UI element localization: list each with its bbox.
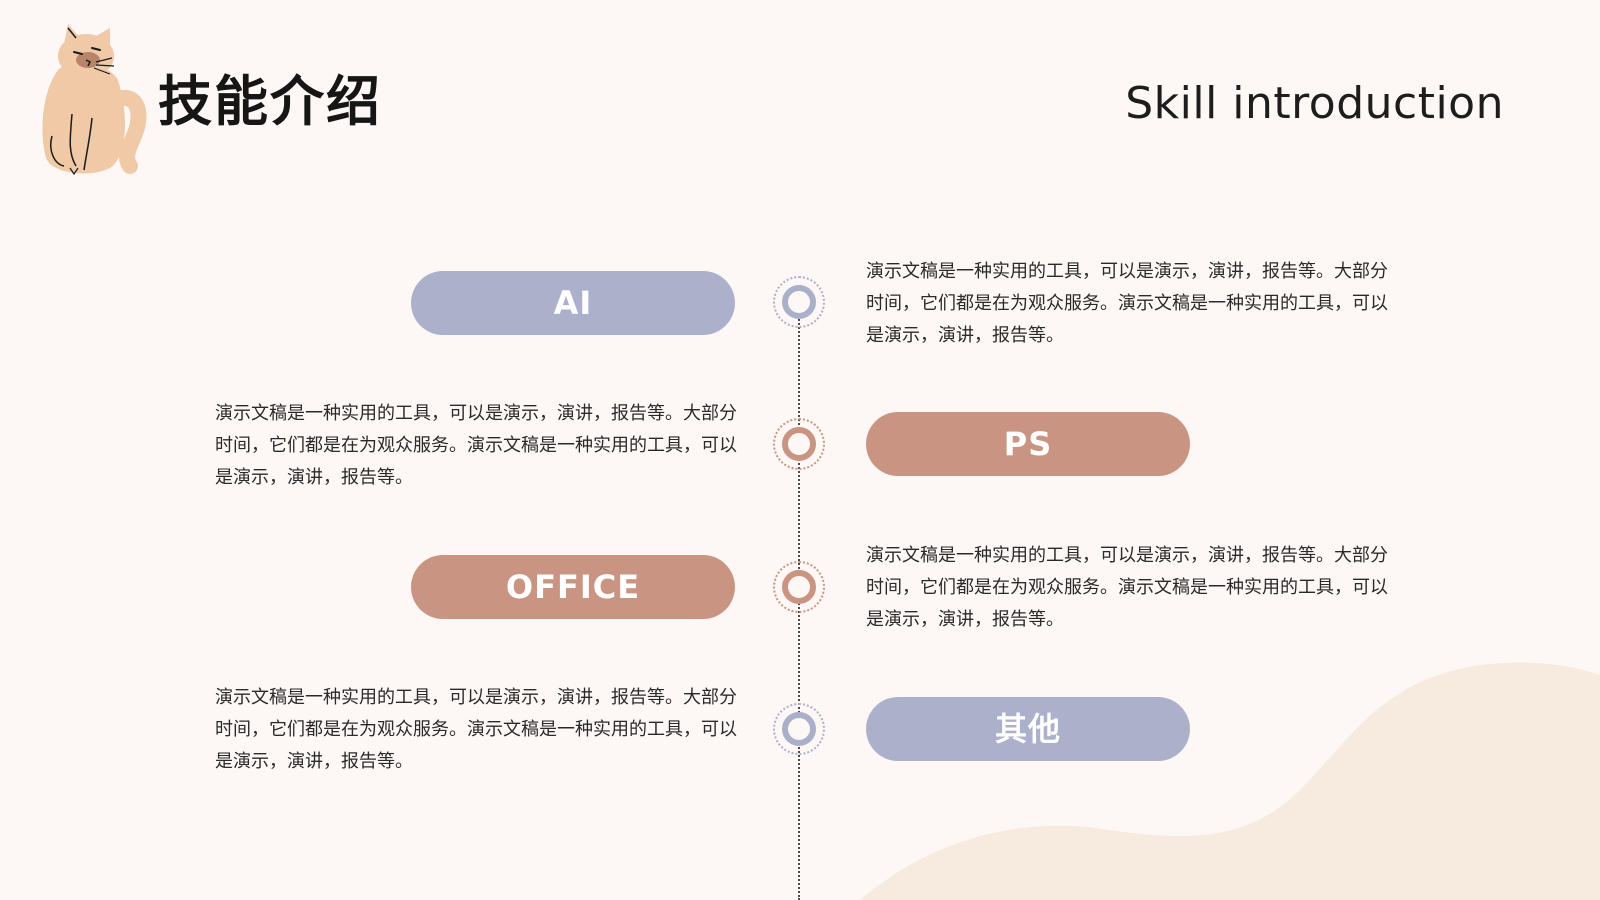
- skill-description-other: 演示文稿是一种实用的工具，可以是演示，演讲，报告等。大部分时间，它们都是在为观众…: [215, 687, 737, 772]
- ring-node-icon: [773, 561, 825, 613]
- page-title: 技能介绍: [158, 70, 382, 133]
- ring-node-icon: [773, 418, 825, 470]
- skill-pill-other: 其他: [866, 697, 1190, 761]
- cat-illustration-icon: [42, 24, 147, 176]
- skill-pill-ps: PS: [866, 412, 1190, 476]
- skill-pill-ai: AI: [411, 271, 735, 335]
- ring-node-icon: [773, 703, 825, 755]
- page-subtitle-en: Skill introduction: [1125, 78, 1504, 129]
- skill-description-ai: 演示文稿是一种实用的工具，可以是演示，演讲，报告等。大部分时间，它们都是在为观众…: [866, 261, 1388, 346]
- ring-node-icon: [773, 276, 825, 328]
- skill-description-ps: 演示文稿是一种实用的工具，可以是演示，演讲，报告等。大部分时间，它们都是在为观众…: [215, 403, 737, 488]
- skill-description-office: 演示文稿是一种实用的工具，可以是演示，演讲，报告等。大部分时间，它们都是在为观众…: [866, 545, 1388, 630]
- skill-pill-office: OFFICE: [411, 555, 735, 619]
